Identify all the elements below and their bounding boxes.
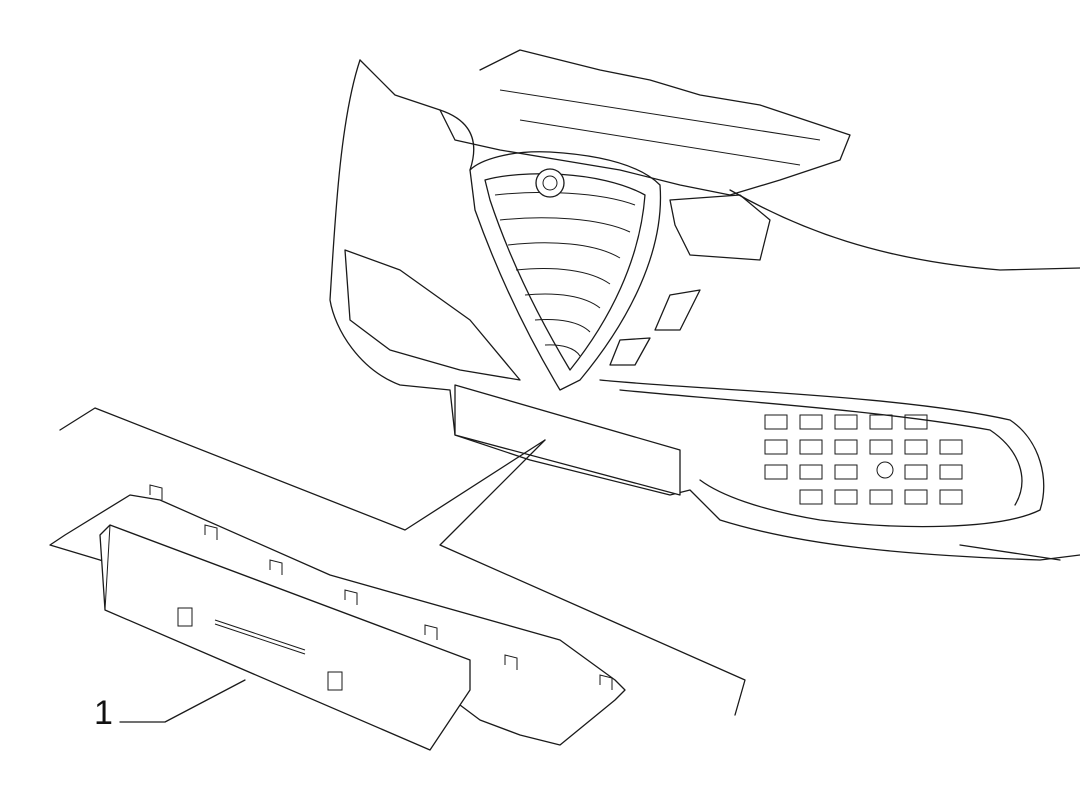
plate-mount-area <box>454 384 681 496</box>
leader-lines <box>59 407 746 723</box>
license-plate-bracket <box>49 484 626 751</box>
front-bumper-assembly <box>329 49 1080 561</box>
lower-grille-mesh <box>764 414 963 505</box>
emblem <box>535 168 565 198</box>
grille-slats <box>494 191 636 357</box>
callout-label-1: 1 <box>94 694 113 732</box>
